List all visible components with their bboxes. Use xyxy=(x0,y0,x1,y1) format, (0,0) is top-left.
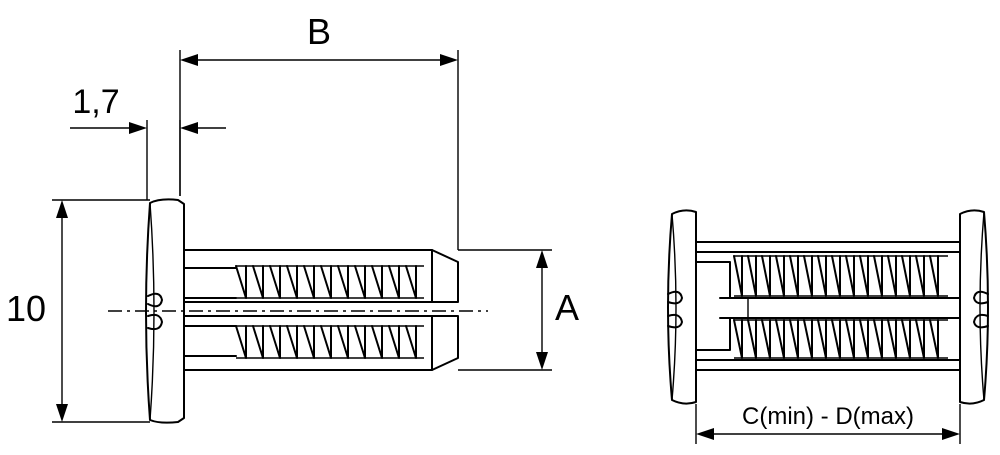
serration-edge xyxy=(734,255,948,297)
rivet-head-left xyxy=(667,209,697,405)
dimension-b: B xyxy=(179,11,459,250)
serration-edge xyxy=(236,265,424,299)
dim-label-a: A xyxy=(555,287,579,328)
rivet-head-right xyxy=(959,209,989,405)
side-view: B 1,7 10 A xyxy=(6,11,579,424)
dimension-thickness: 1,7 xyxy=(70,83,226,200)
serrations-installed-upper xyxy=(733,255,948,297)
dimension-range: C(min) - D(max) xyxy=(695,403,961,444)
serrations-upper xyxy=(235,265,424,299)
dimension-height: 10 xyxy=(6,199,150,423)
serration-edge xyxy=(734,319,948,359)
serration-edge xyxy=(236,325,424,359)
installed-view: C(min) - D(max) xyxy=(667,209,989,444)
dim-label-height: 10 xyxy=(6,288,46,329)
dim-label-thickness: 1,7 xyxy=(72,83,119,121)
dim-label-range: C(min) - D(max) xyxy=(742,403,914,430)
dimension-a: A xyxy=(458,249,579,371)
serrations-installed-lower xyxy=(733,319,948,359)
dim-label-b: B xyxy=(307,11,331,52)
serrations-lower xyxy=(235,325,424,359)
